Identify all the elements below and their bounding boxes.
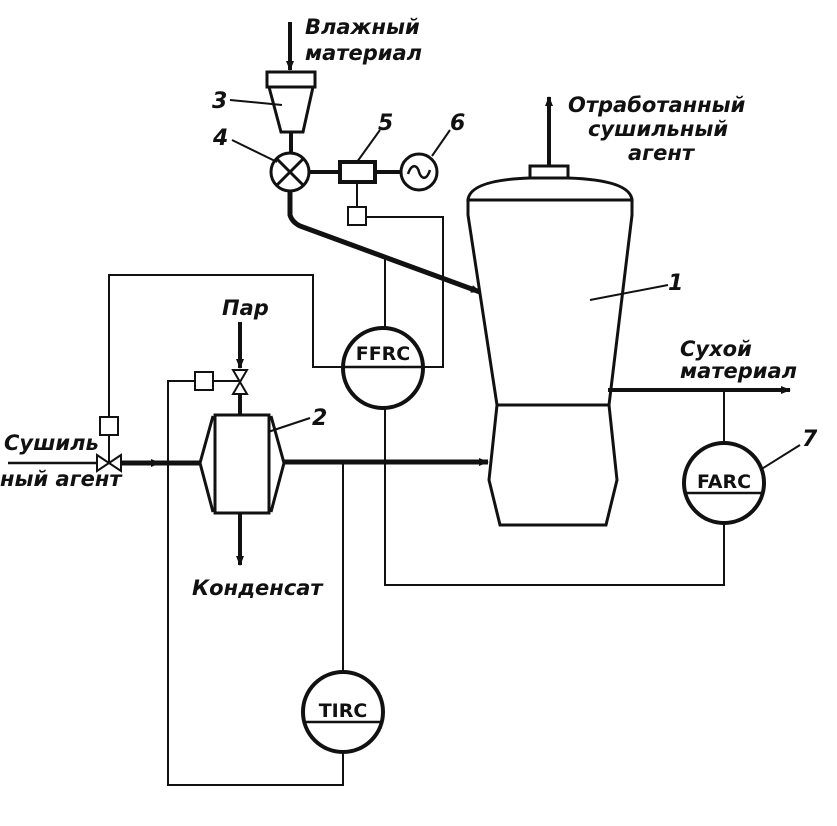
feeder-icon	[269, 151, 311, 193]
hopper	[265, 70, 317, 134]
exhaust-label-3: агент	[628, 141, 696, 165]
drying-agent-label-1: Сушиль	[4, 431, 99, 455]
wet-material-label-1: Влажный	[305, 15, 420, 39]
dry-material-label-1: Сухой	[680, 337, 752, 361]
dryer-number: 1	[668, 271, 683, 296]
feeder-number: 4	[212, 126, 228, 151]
feed-pipe	[287, 191, 481, 295]
farc-instrument	[682, 441, 766, 525]
steam-label: Пар	[222, 296, 269, 320]
tirc-instrument	[301, 670, 385, 754]
dryer	[466, 164, 634, 527]
motor-number: 6	[450, 111, 465, 136]
drive-box	[338, 160, 377, 184]
farc-label: FARC	[697, 471, 751, 493]
heater-number: 2	[312, 406, 327, 431]
tirc-label: TIRC	[319, 700, 368, 722]
dry-material-label-2: материал	[680, 359, 797, 383]
speed-transducer-box	[347, 206, 367, 226]
exhaust-label-1: Отработанный	[568, 93, 746, 117]
ffrc-label: FFRC	[356, 343, 411, 365]
farc-number: 7	[802, 427, 818, 452]
heater	[198, 413, 286, 515]
drive-number: 5	[378, 111, 393, 136]
exhaust-label-2: сушильный	[588, 117, 728, 141]
wet-material-label-2: материал	[305, 41, 422, 65]
ffrc-instrument	[341, 326, 425, 410]
condensate-label: Конденсат	[192, 576, 324, 600]
motor-icon	[399, 152, 439, 192]
drying-agent-label-2: ный агент	[0, 467, 123, 491]
hopper-number: 3	[212, 89, 227, 114]
